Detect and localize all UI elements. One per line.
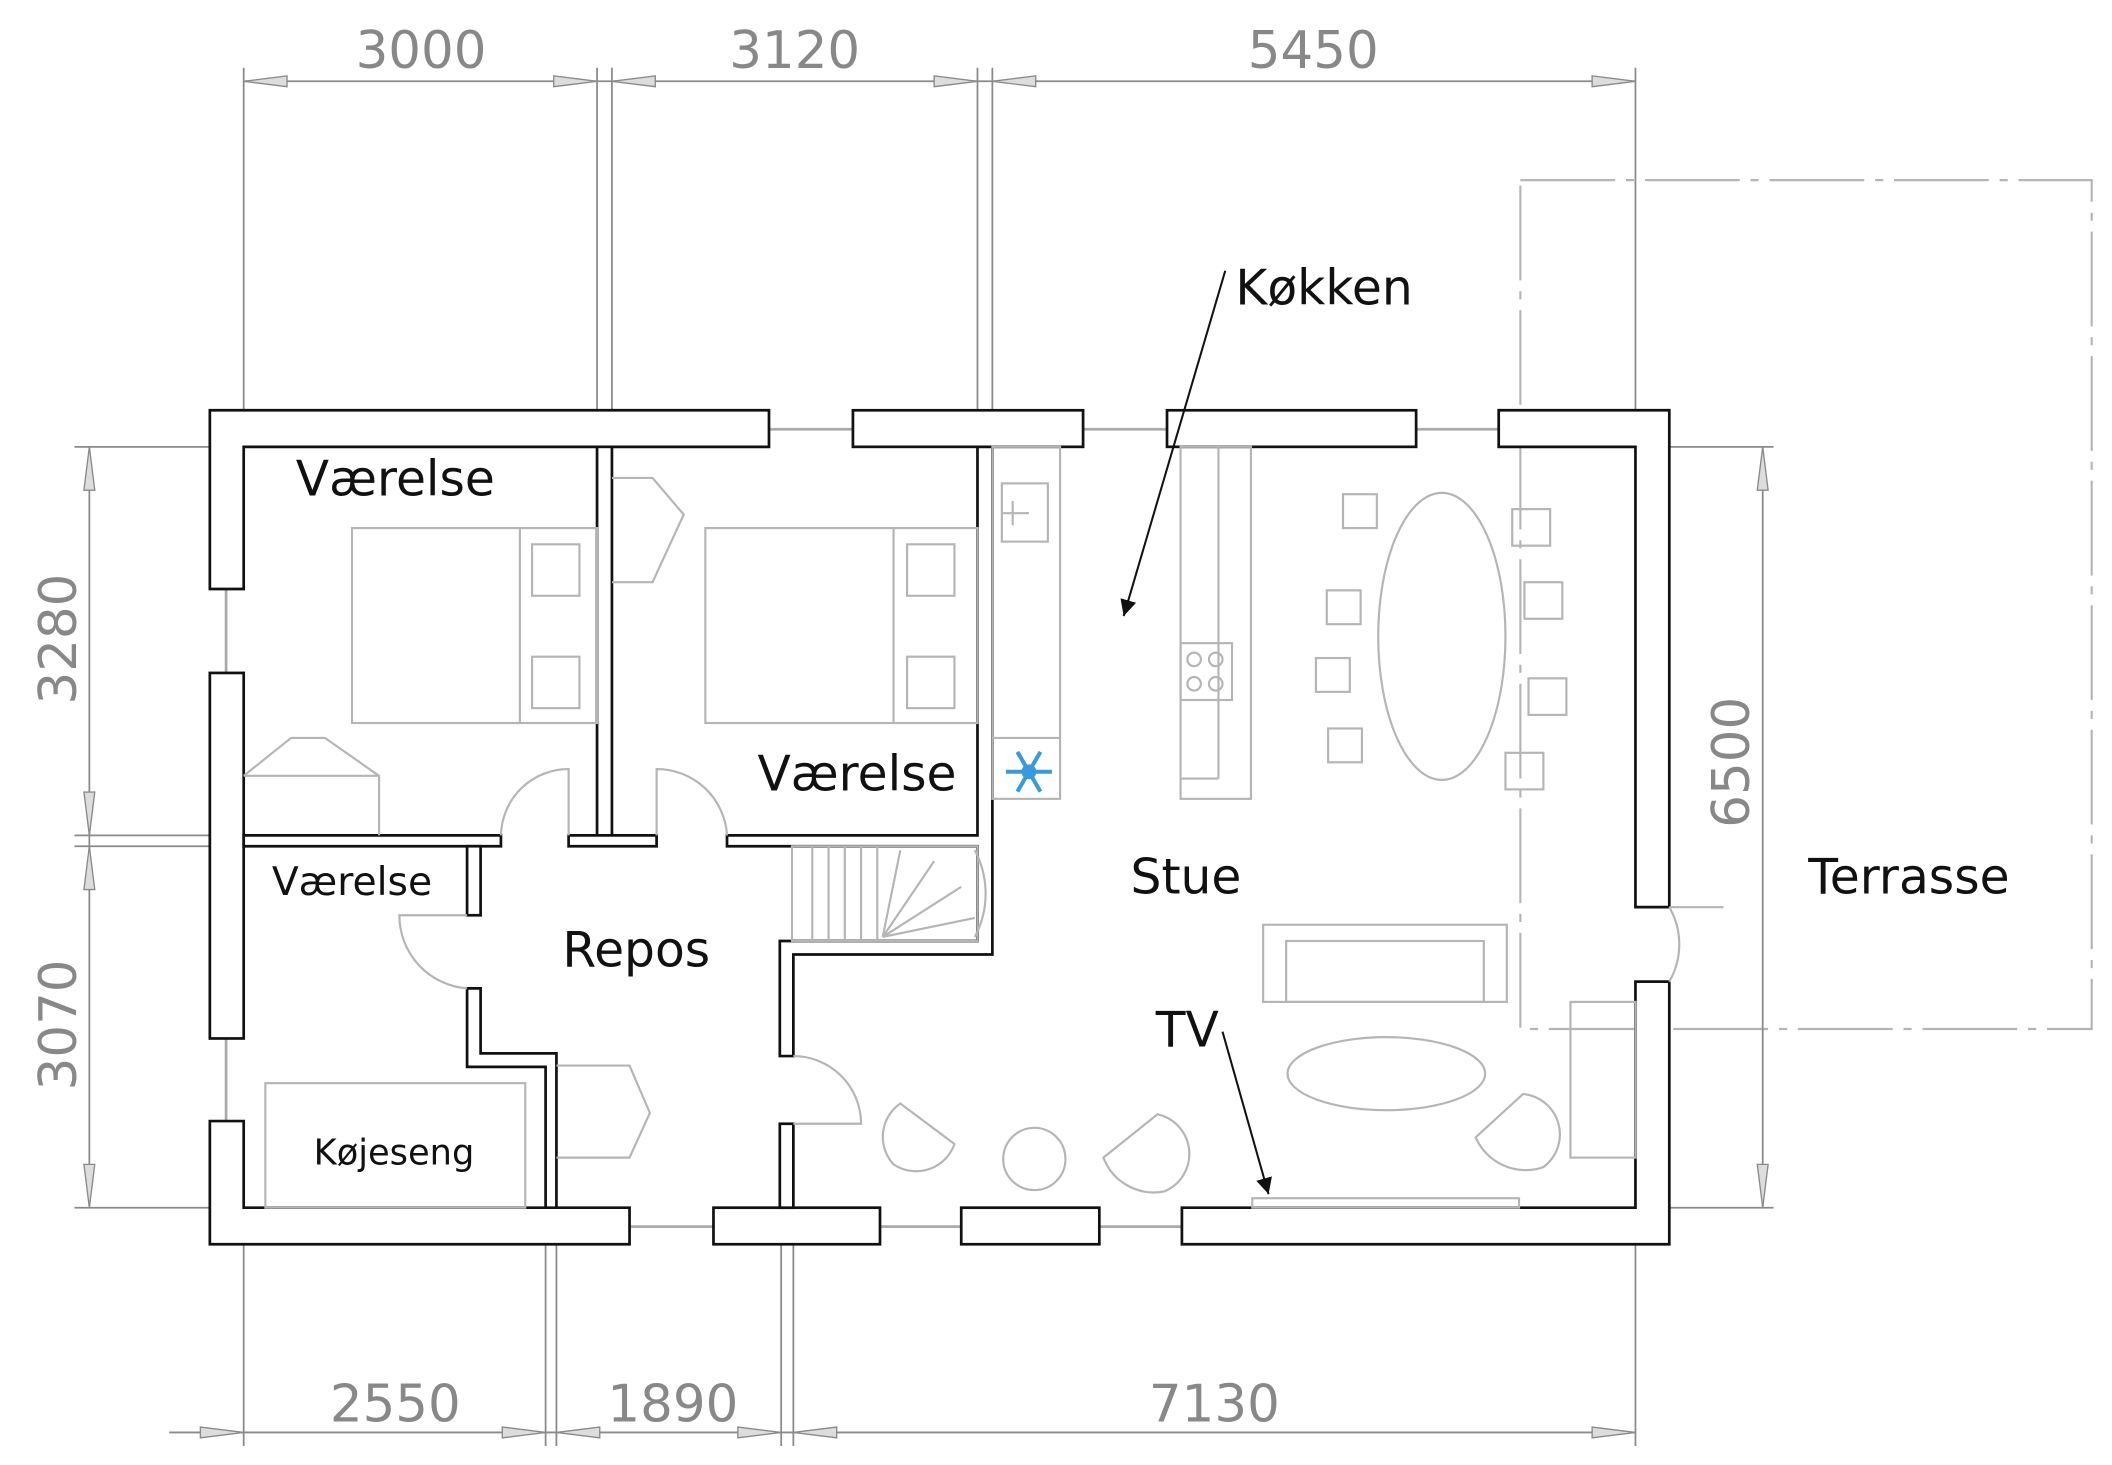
coffee-table xyxy=(1286,1036,1487,1112)
label-tv: TV xyxy=(1155,1003,1219,1059)
dim-right-1: 6500 xyxy=(1702,697,1762,828)
sofa xyxy=(1262,923,1508,1003)
staircase xyxy=(790,845,987,943)
room-label-terrace: Terrasse xyxy=(1807,850,2009,906)
double-bed xyxy=(350,526,599,725)
interior-walls xyxy=(242,445,994,1210)
room-label-kitchen: Køkken xyxy=(1235,261,1412,317)
doors xyxy=(398,767,1724,1125)
snowflake-icon xyxy=(1005,750,1052,793)
kitchen-leader xyxy=(1120,270,1227,617)
terrace xyxy=(1519,179,2093,1031)
windows xyxy=(224,427,1499,1229)
dim-bottom-2: 1890 xyxy=(607,1375,738,1435)
room-label-landing: Repos xyxy=(562,923,710,979)
dim-top-2: 3120 xyxy=(729,21,860,81)
label-bunk-bed: Køjeseng xyxy=(314,1132,475,1173)
dining-table xyxy=(1377,491,1507,781)
bunk-bed xyxy=(264,1082,527,1209)
stove xyxy=(1179,642,1234,702)
room-label-bedroom-2: Værelse xyxy=(757,747,956,803)
wardrobe xyxy=(611,476,685,584)
dim-bottom-1: 2550 xyxy=(330,1375,461,1435)
room-label-bedroom-1: Værelse xyxy=(296,452,495,508)
furniture xyxy=(243,445,1637,1209)
dim-top-1: 3000 xyxy=(356,21,487,81)
room-label-living: Stue xyxy=(1131,850,1242,906)
dim-bottom-3: 7130 xyxy=(1149,1375,1280,1435)
double-bed xyxy=(704,526,979,725)
room-label-bedroom-3: Værelse xyxy=(272,860,432,905)
tv-leader xyxy=(1221,1031,1272,1195)
tv-unit xyxy=(1251,1197,1521,1209)
exterior-walls xyxy=(208,408,1671,1246)
wardrobe xyxy=(243,736,381,836)
cabinet xyxy=(556,1064,652,1159)
dim-left-1: 3280 xyxy=(29,574,89,705)
dimension-lines xyxy=(74,67,1774,1446)
dim-left-2: 3070 xyxy=(29,959,89,1090)
dim-top-3: 5450 xyxy=(1248,21,1379,81)
